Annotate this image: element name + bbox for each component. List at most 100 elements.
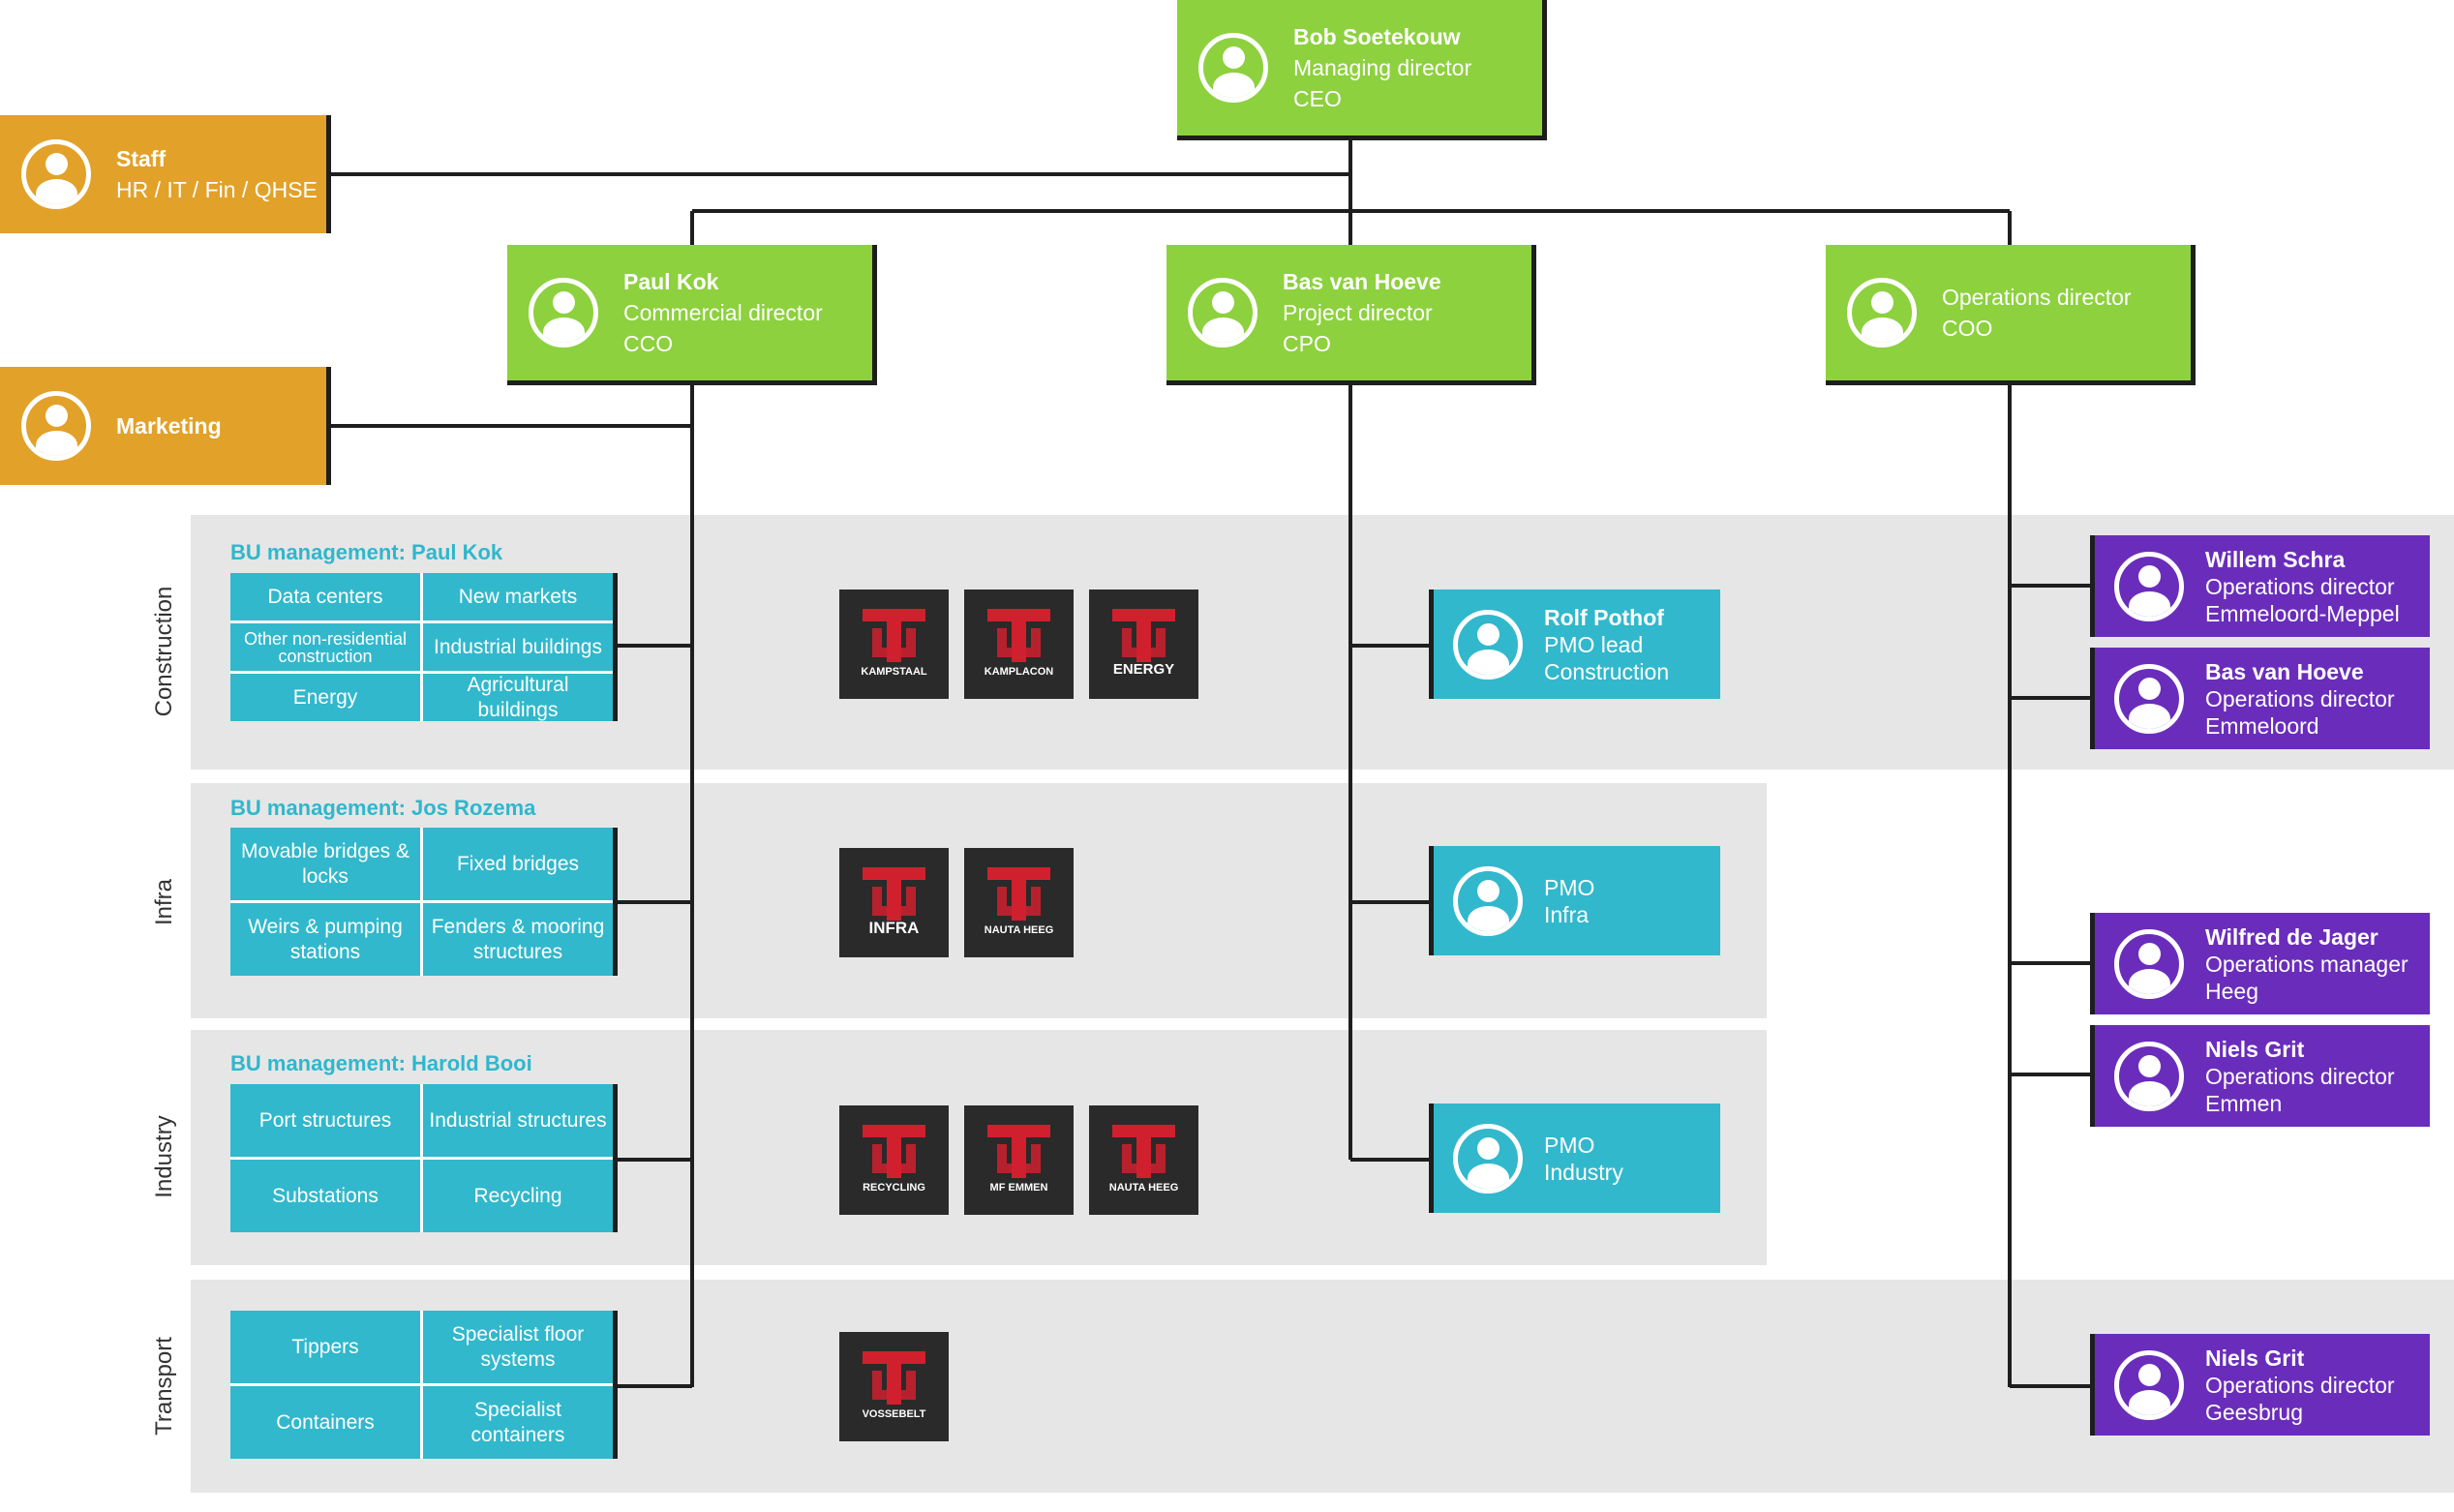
ops-role: Operations director [2205, 1372, 2395, 1398]
logo-mark-icon [863, 609, 925, 662]
logo-label: MF EMMEN [989, 1182, 1048, 1194]
ops-name: Niels Grit [2205, 1345, 2305, 1371]
ops-card-geesbrug[interactable]: Niels Grit Operations director Geesbrug [2090, 1334, 2430, 1436]
pmo-title: Construction [1544, 658, 1670, 684]
ops-name: Wilfred de Jager [2205, 923, 2378, 950]
person-icon [1453, 865, 1523, 936]
market-cell: Recycling [423, 1160, 613, 1232]
market-cell: Movable bridges & locks [230, 828, 420, 900]
ops-role: Operations director [2205, 685, 2395, 711]
market-cell: Agricultural buildings [423, 674, 613, 721]
ceo-name: Bob Soetekouw [1293, 24, 1461, 49]
market-cell: Specialist containers [423, 1386, 613, 1459]
ceo-title: CEO [1293, 86, 1342, 111]
logo-label: NAUTA HEEG [984, 924, 1054, 936]
logo-mark-icon [1112, 1125, 1175, 1178]
logo-label: KAMPSTAAL [861, 666, 927, 678]
marketing-name: Marketing [116, 413, 222, 438]
market-cell: Substations [230, 1160, 420, 1232]
pmo-title: Infra [1544, 901, 1590, 927]
ops-title: Emmen [2205, 1090, 2283, 1116]
infra-label: Infra [151, 878, 177, 926]
ops-card-heeg[interactable]: Wilfred de Jager Operations manager Heeg [2090, 913, 2430, 1014]
ops-name: Niels Grit [2205, 1036, 2305, 1062]
logo-label: KAMPLACON [984, 666, 1054, 678]
staff-role: HR / IT / Fin / QHSE [116, 177, 318, 202]
staff-name: Staff [116, 146, 167, 171]
logo-label: NAUTA HEEG [1108, 1182, 1179, 1194]
person-icon [21, 139, 91, 209]
person-icon [529, 278, 598, 348]
logo-label: VOSSEBELT [862, 1408, 926, 1420]
pmo-card-infra[interactable]: PMO Infra [1429, 846, 1720, 955]
market-cell: Industrial buildings [423, 623, 613, 671]
market-cell: Specialist floor systems [423, 1311, 613, 1383]
market-cell: Containers [230, 1386, 420, 1459]
pmo-title: Industry [1544, 1159, 1623, 1185]
logo-label: ENERGY [1112, 661, 1175, 678]
market-cell: Weirs & pumping stations [230, 903, 420, 976]
logo-mark-icon [863, 867, 925, 921]
market-cell: New markets [423, 573, 613, 620]
ops-title: Heeg [2205, 978, 2258, 1004]
ops-title: Emmeloord [2205, 712, 2319, 739]
logo-mark-icon [863, 1351, 925, 1405]
market-cell: Energy [230, 674, 420, 721]
logo-mark-icon [863, 1125, 925, 1178]
ops-card-emmen[interactable]: Niels Grit Operations director Emmen [2090, 1025, 2430, 1127]
ops-role: Operations manager [2205, 951, 2409, 977]
construction-label: Construction [151, 586, 177, 717]
company-logo[interactable]: KAMPSTAAL [839, 590, 949, 699]
market-cell: Port structures [230, 1084, 420, 1157]
ops-card-emmeloord[interactable]: Bas van Hoeve Operations director Emmelo… [2090, 648, 2430, 749]
ops-name: Willem Schra [2205, 546, 2346, 572]
industry-markets-grid: Port structures Industrial structures Su… [230, 1084, 618, 1232]
pmo-role: PMO lead [1544, 631, 1644, 657]
company-logo[interactable]: KAMPLACON [964, 590, 1074, 699]
company-logo[interactable]: NAUTA HEEG [1089, 1105, 1198, 1215]
construction-markets-grid: Data centers New markets Other non-resid… [230, 573, 618, 721]
pmo-card-construction[interactable]: Rolf Pothof PMO lead Construction [1429, 590, 1720, 699]
staff-card[interactable]: Staff HR / IT / Fin / QHSE [0, 115, 331, 233]
coo-card[interactable]: Operations director COO [1826, 245, 2196, 385]
pmo-card-industry[interactable]: PMO Industry [1429, 1104, 1720, 1213]
logo-mark-icon [987, 867, 1050, 921]
person-icon [1847, 278, 1917, 348]
transport-label: Transport [151, 1337, 177, 1436]
coo-title: COO [1942, 316, 1993, 341]
ceo-role: Managing director [1293, 55, 1472, 80]
market-cell: Tippers [230, 1311, 420, 1383]
cpo-title: CPO [1283, 331, 1331, 356]
marketing-card[interactable]: Marketing [0, 367, 331, 485]
ceo-card[interactable]: Bob Soetekouw Managing director CEO [1177, 0, 1547, 140]
pmo-role: PMO [1544, 1132, 1595, 1158]
person-icon [2114, 551, 2184, 621]
coo-role: Operations director [1942, 285, 2132, 310]
ops-card-emmeloord-meppel[interactable]: Willem Schra Operations director Emmeloo… [2090, 535, 2430, 637]
company-logo[interactable]: RECYCLING [839, 1105, 949, 1215]
market-cell: Fenders & mooring structures [423, 903, 613, 976]
market-cell: Other non-residential construction [230, 623, 420, 671]
company-logo[interactable]: ENERGY [1089, 590, 1198, 699]
cco-role: Commercial director [623, 300, 823, 325]
ops-name: Bas van Hoeve [2205, 658, 2364, 684]
person-icon [2114, 1349, 2184, 1420]
cco-name: Paul Kok [623, 269, 719, 294]
person-icon [1453, 1123, 1523, 1194]
cpo-role: Project director [1283, 300, 1433, 325]
company-logo[interactable]: MF EMMEN [964, 1105, 1074, 1215]
infra-markets-grid: Movable bridges & locks Fixed bridges We… [230, 828, 618, 976]
market-cell: Data centers [230, 573, 420, 620]
cco-card[interactable]: Paul Kok Commercial director CCO [507, 245, 877, 385]
logo-label: RECYCLING [863, 1182, 925, 1194]
person-icon [1188, 278, 1257, 348]
person-icon [2114, 928, 2184, 999]
company-logo[interactable]: VOSSEBELT [839, 1332, 949, 1441]
person-icon [2114, 1041, 2184, 1111]
cpo-card[interactable]: Bas van Hoeve Project director CPO [1166, 245, 1536, 385]
person-icon [1453, 609, 1523, 680]
person-icon [2114, 663, 2184, 734]
company-logo[interactable]: NAUTA HEEG [964, 848, 1074, 957]
market-cell: Fixed bridges [423, 828, 613, 900]
company-logo[interactable]: INFRA [839, 848, 949, 957]
